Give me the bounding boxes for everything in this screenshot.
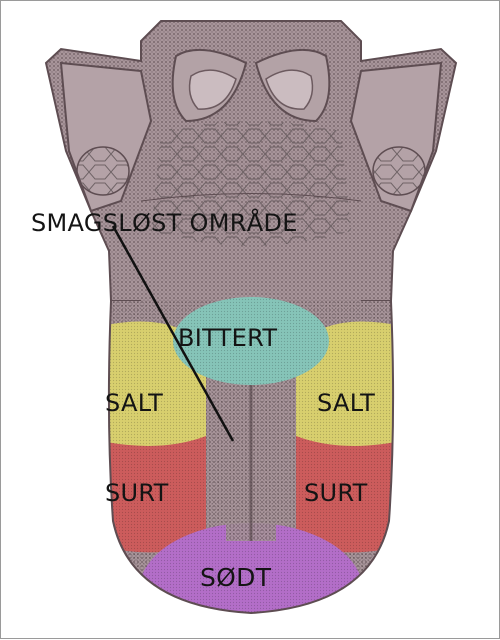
label-salt-left: SALT [105, 389, 163, 417]
label-salt-right: SALT [317, 389, 375, 417]
label-sour-right: SURT [304, 479, 368, 507]
label-sweet: SØDT [200, 563, 272, 592]
label-bitter: BITTERT [178, 324, 277, 352]
label-sour-left: SURT [105, 479, 169, 507]
tongue-root [46, 21, 456, 301]
label-tasteless-area: SMAGSLØST OMRÅDE [31, 208, 298, 237]
